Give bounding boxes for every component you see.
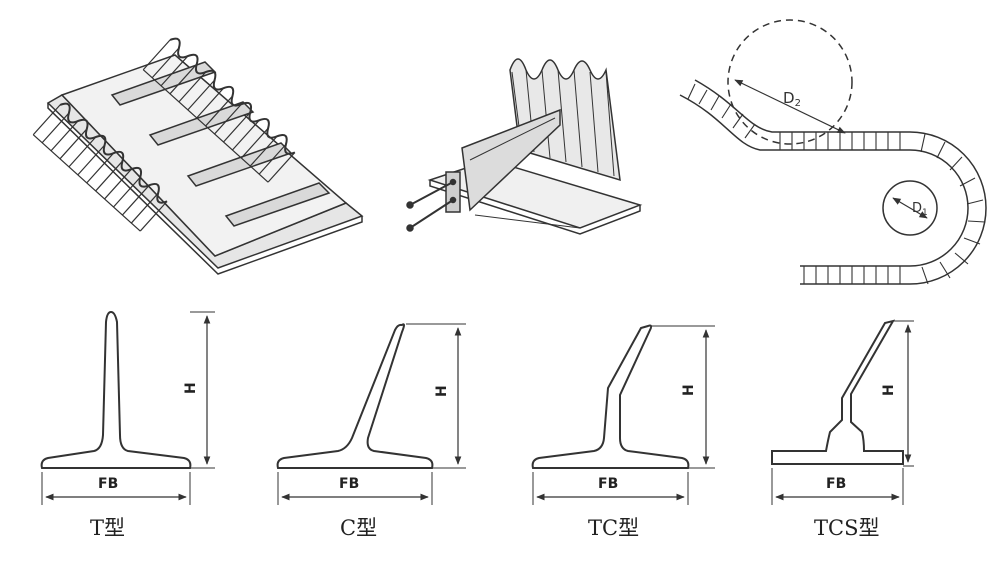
profile-tcs-fb-label: FB (826, 476, 846, 492)
profile-tc-h-label: H (681, 384, 697, 396)
profile-tc-outline (531, 324, 690, 469)
sidewall-belt-illustration (32, 37, 364, 275)
profile-tc (531, 324, 715, 505)
profile-tc-caption: TC型 (588, 516, 640, 540)
d2-label: D2 (783, 89, 801, 109)
profile-c-outline (276, 323, 434, 469)
profile-c-h-label: H (434, 385, 450, 397)
bolt (409, 181, 454, 206)
profile-tcs-caption: TCS型 (814, 516, 880, 540)
profile-t-caption: T型 (90, 516, 126, 540)
profile-c-fb-label: FB (339, 476, 359, 492)
cleat-plate (461, 108, 561, 212)
profile-t-outline (40, 310, 192, 469)
d1-label: D1 (912, 201, 928, 218)
bolt (409, 199, 454, 229)
profile-c (276, 323, 466, 505)
profile-tcs-h-label: H (881, 384, 897, 396)
bend-radius-diagram (679, 19, 987, 285)
profile-t-fb-label: FB (98, 476, 118, 492)
d2-dimension (734, 79, 846, 134)
outer-bend-circle (727, 19, 853, 145)
profile-t-h-label: H (183, 382, 199, 394)
sidewall-cleat-detail (406, 58, 643, 235)
profile-tc-fb-label: FB (598, 476, 618, 492)
bracket (445, 171, 461, 213)
d1-dimension (892, 197, 928, 219)
cleat-ticks (687, 83, 986, 285)
belt-outer-edge (679, 94, 969, 267)
profile-c-caption: C型 (340, 516, 378, 540)
profile-tcs (771, 319, 914, 505)
profile-t (40, 310, 215, 505)
